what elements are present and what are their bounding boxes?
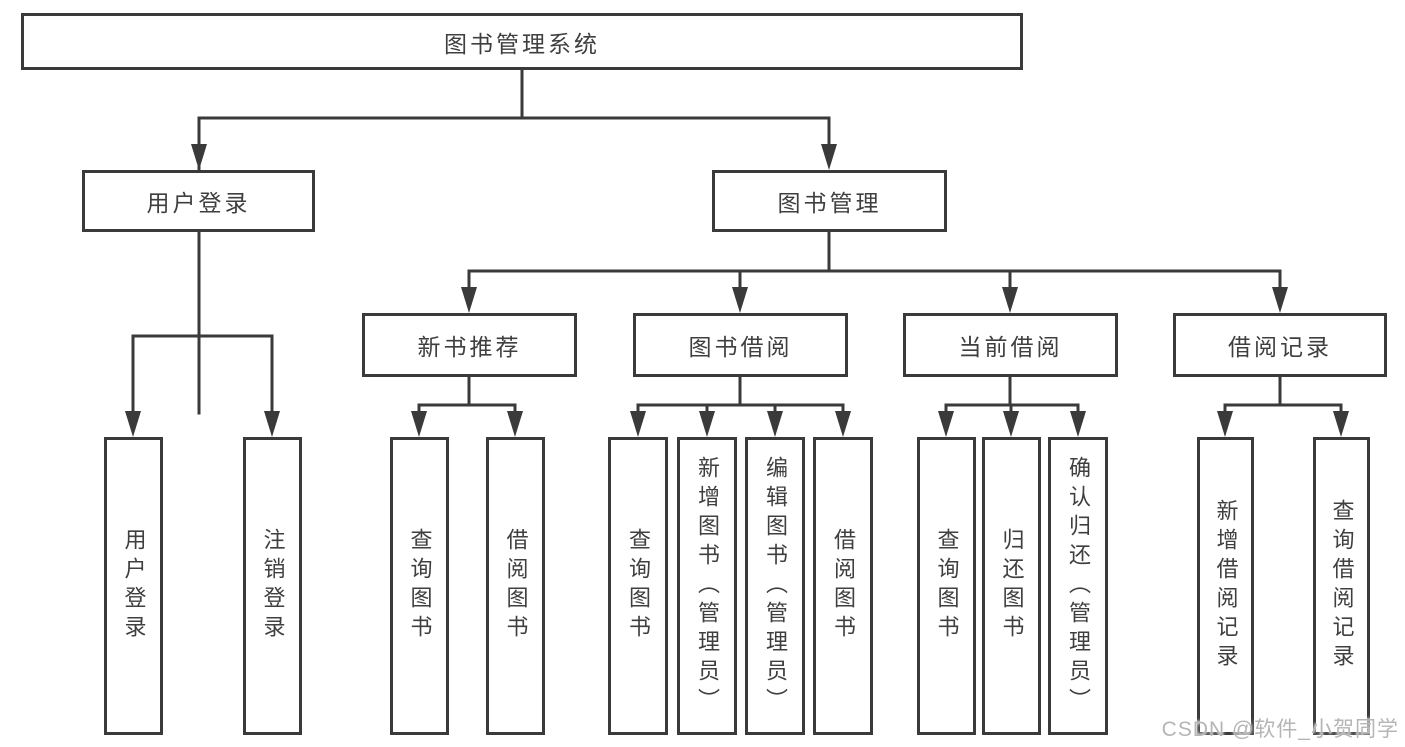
node-label: 借阅图书	[503, 528, 529, 644]
leaf-confirm-return-admin: 确认归还（管理员）	[1048, 437, 1108, 735]
node-book-borrowing: 图书借阅	[633, 313, 848, 377]
leaf-query-books: 查询图书	[917, 437, 976, 735]
node-label: 查询图书	[407, 528, 433, 644]
leaf-query-borrow-record: 查询借阅记录	[1313, 437, 1370, 735]
node-label: 编辑图书（管理员）	[763, 455, 788, 717]
leaf-logout: 注销登录	[243, 437, 302, 735]
leaf-user-login: 用户登录	[104, 437, 163, 735]
node-user-login: 用户登录	[82, 170, 315, 232]
node-label: 归还图书	[999, 528, 1025, 644]
leaf-query-books: 查询图书	[608, 437, 668, 735]
node-new-book-recommend: 新书推荐	[362, 313, 577, 377]
node-library-management-system: 图书管理系统	[21, 13, 1023, 70]
node-label: 查询借阅记录	[1329, 499, 1355, 673]
node-label: 用户登录	[146, 190, 251, 216]
node-label: 注销登录	[260, 528, 286, 644]
node-label: 图书借阅	[688, 334, 793, 360]
node-label: 用户登录	[121, 528, 147, 644]
leaf-borrow-books: 借阅图书	[486, 437, 545, 735]
node-label: 新增图书（管理员）	[695, 455, 720, 717]
arrowheads	[125, 144, 1349, 437]
node-label: 新增借阅记录	[1213, 499, 1239, 673]
node-label: 当前借阅	[958, 334, 1063, 360]
node-label: 新书推荐	[417, 334, 522, 360]
node-book-management: 图书管理	[712, 170, 947, 232]
node-label: 查询图书	[934, 528, 960, 644]
leaf-query-books: 查询图书	[390, 437, 449, 735]
leaf-return-books: 归还图书	[982, 437, 1041, 735]
node-current-borrowing: 当前借阅	[903, 313, 1118, 377]
leaf-add-books-admin: 新增图书（管理员）	[677, 437, 737, 735]
node-label: 借阅记录	[1228, 334, 1332, 360]
leaf-borrow-books: 借阅图书	[813, 437, 873, 735]
node-borrowing-records: 借阅记录	[1173, 313, 1387, 377]
leaf-add-borrow-record: 新增借阅记录	[1197, 437, 1254, 735]
node-label: 确认归还（管理员）	[1066, 455, 1091, 717]
node-label: 查询图书	[626, 528, 651, 644]
node-label: 借阅图书	[831, 528, 856, 644]
node-label: 图书管理系统	[444, 30, 600, 57]
node-label: 图书管理	[777, 190, 882, 216]
leaf-edit-books-admin: 编辑图书（管理员）	[745, 437, 805, 735]
csdn-watermark: CSDN @软件_小贺同学	[1161, 718, 1399, 741]
